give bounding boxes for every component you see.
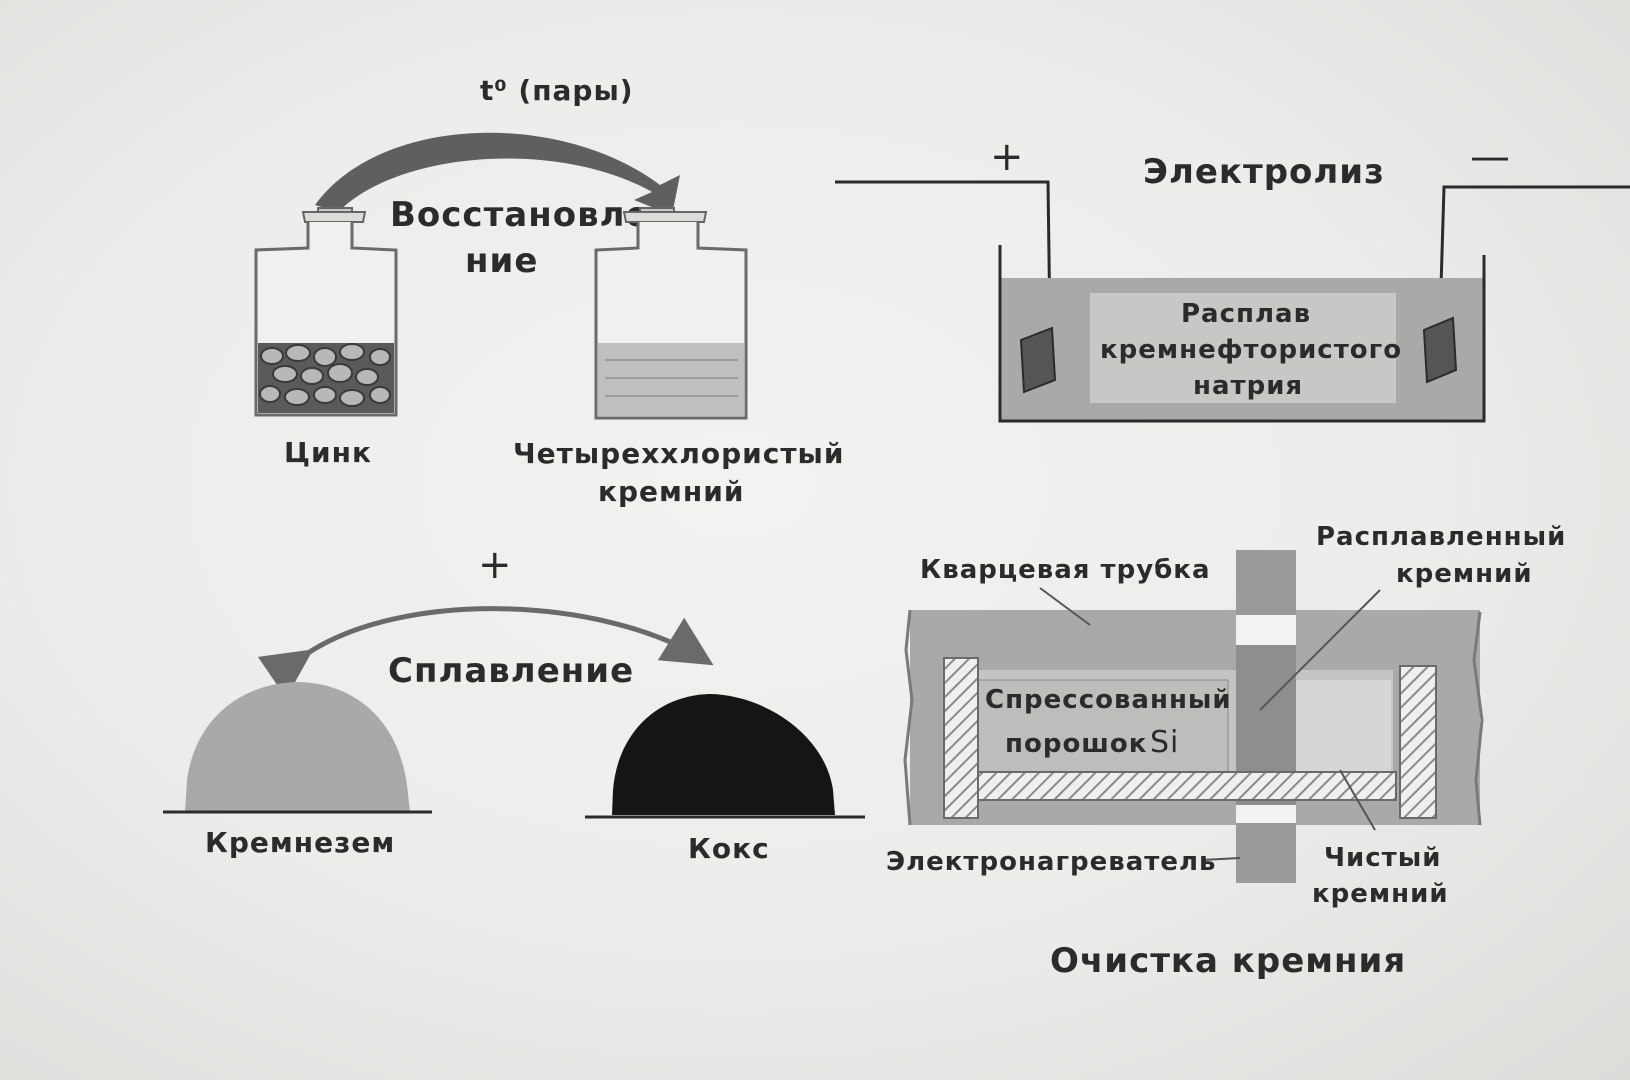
electrolysis-vessel	[998, 245, 1486, 423]
molten-silicon-leader	[1259, 589, 1381, 711]
melt-label-line1: Расплав	[1181, 299, 1311, 329]
anode-electrode	[1019, 326, 1057, 394]
coke-mound	[612, 694, 835, 815]
heater-leader	[1201, 857, 1241, 861]
sicl4-bottle	[594, 207, 748, 420]
quartz-tube-label: Кварцевая трубка	[920, 555, 1211, 585]
purification-title: Очистка кремния	[1050, 941, 1406, 981]
bottom-heater-element	[977, 771, 1397, 801]
molten-silicon-label-line2: кремний	[1396, 559, 1533, 589]
cathode-wire	[1438, 185, 1630, 321]
melt-label-line2: кремнефтористого	[1100, 335, 1402, 365]
fusion-arrow	[257, 606, 714, 699]
electrolysis-title: Электролиз	[1143, 152, 1385, 192]
reduction-section: t⁰ (пары) Восстановле- ние	[254, 74, 845, 508]
melt-label-line3: натрия	[1193, 371, 1303, 401]
silica-mound	[185, 682, 410, 812]
pressed-powder-line2: порошок	[1005, 729, 1147, 759]
molten-silicon-label-line1: Расплавленный	[1316, 522, 1566, 552]
reduction-title-line2: ние	[465, 241, 538, 281]
zinc-label: Цинк	[284, 436, 372, 469]
cathode-electrode	[1422, 316, 1458, 384]
reduction-arrow	[315, 132, 680, 215]
left-heater-element	[943, 657, 979, 819]
heater-gap-bottom	[1236, 805, 1296, 823]
reduction-title-line1: Восстановле-	[390, 195, 665, 235]
sicl4-label-line2: кремний	[598, 475, 745, 508]
fusion-section: + Сплавление Кремнезем Кокс	[163, 542, 865, 865]
electrolysis-minus-sign: —	[1470, 134, 1510, 180]
heater-column-top	[1236, 550, 1296, 615]
right-heater-element	[1399, 665, 1437, 819]
reduction-condition-label: t⁰ (пары)	[480, 74, 634, 107]
pure-silicon-leader	[1339, 769, 1376, 831]
electrolysis-section: + — Электролиз Расплав кремнефтористого …	[835, 134, 1630, 423]
heater-label: Электронагреватель	[886, 847, 1216, 877]
pressed-powder-line1: Спрессованный	[985, 685, 1232, 715]
heater-gap-top	[1236, 615, 1296, 645]
quartz-tube-leader	[1039, 587, 1091, 626]
electrolysis-plus-sign: +	[990, 134, 1024, 180]
sicl4-liquid	[598, 343, 744, 416]
fusion-title: Сплавление	[388, 651, 634, 691]
purification-section: Спрессованный порошок Si Кварцевая трубк…	[886, 522, 1566, 981]
pure-silicon	[1296, 680, 1391, 775]
melt-label-panel	[1090, 293, 1396, 403]
sicl4-label-line1: Четыреххлористый	[513, 437, 845, 470]
zinc-bottle	[254, 207, 398, 417]
heater-column-bottom	[1236, 823, 1296, 883]
pressed-powder	[977, 679, 1229, 773]
pressed-powder-symbol: Si	[1150, 725, 1179, 760]
coke-label: Кокс	[688, 832, 770, 865]
pure-silicon-label-line1: Чистый	[1324, 843, 1441, 873]
fusion-plus-sign: +	[478, 542, 512, 588]
silica-label: Кремнезем	[205, 826, 395, 859]
pure-silicon-label-line2: кремний	[1312, 879, 1449, 909]
